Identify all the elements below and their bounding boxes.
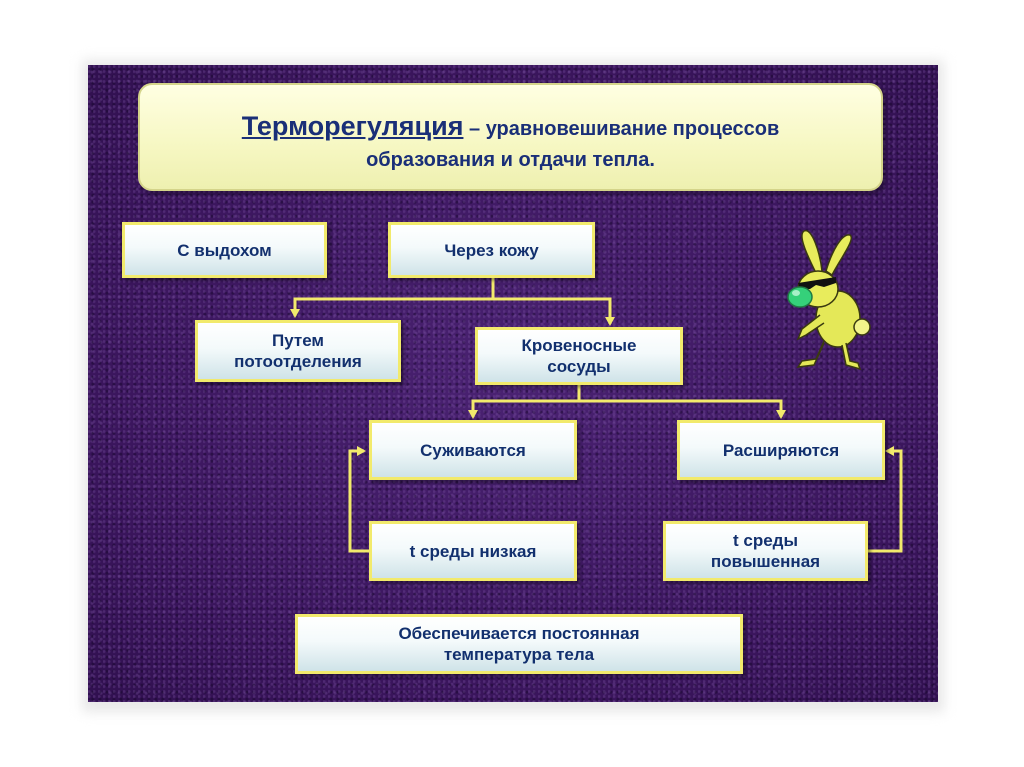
node-high-temp: t среды повышенная bbox=[663, 521, 868, 581]
node-widen: Расширяются bbox=[677, 420, 885, 480]
title-definition-line1: – уравновешивание процессов bbox=[463, 118, 780, 140]
title-panel: Терморегуляция – уравновешивание процесс… bbox=[138, 83, 883, 191]
node-result: Обеспечивается постоянная температура те… bbox=[295, 614, 743, 674]
slide: Терморегуляция – уравновешивание процесс… bbox=[88, 65, 938, 702]
node-skin: Через кожу bbox=[388, 222, 595, 278]
node-low-temp: t среды низкая bbox=[369, 521, 577, 581]
connector-vessels-branch-left bbox=[468, 399, 579, 419]
connector-vessels-branch-right bbox=[579, 399, 786, 419]
node-exhale: С выдохом bbox=[122, 222, 327, 278]
connector-lines bbox=[290, 278, 903, 553]
node-vessels: Кровеносные сосуды bbox=[475, 327, 683, 385]
connector-low-temp-loop bbox=[348, 446, 369, 553]
connector-skin-branch-right bbox=[493, 297, 615, 326]
title-definition-line2: образования и отдачи тепла. bbox=[366, 149, 655, 171]
node-narrow: Суживаются bbox=[369, 420, 577, 480]
mascot-rabbit-icon bbox=[787, 230, 871, 371]
title-term: Терморегуляция bbox=[241, 111, 464, 141]
node-sweating: Путем потоотделения bbox=[195, 320, 401, 382]
connector-skin-branch-left bbox=[290, 297, 493, 318]
connector-high-temp-loop bbox=[865, 446, 903, 553]
